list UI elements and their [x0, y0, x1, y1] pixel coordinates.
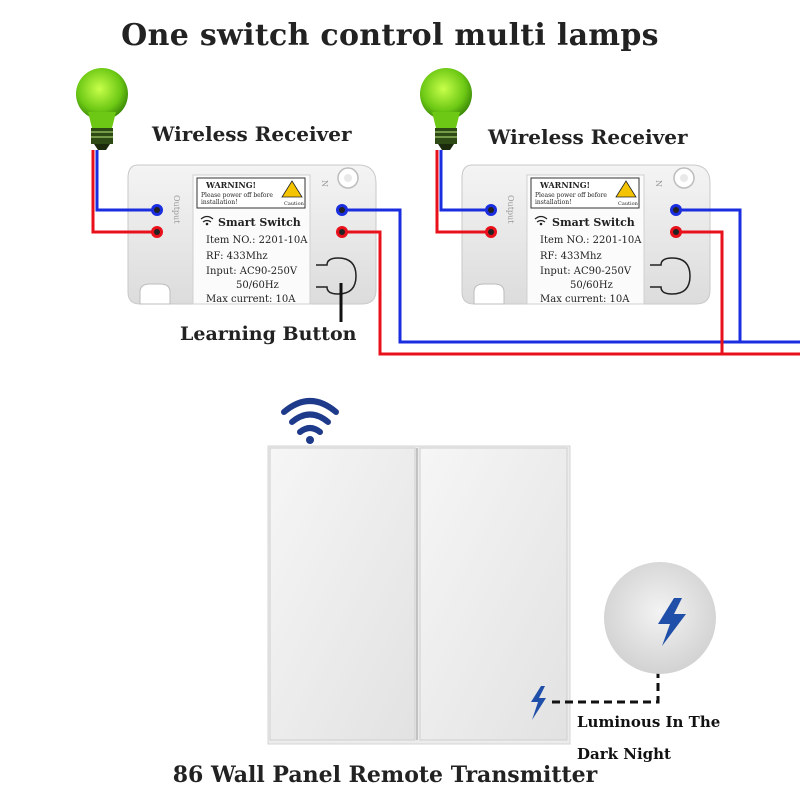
max-current: Max current: 10A	[206, 294, 296, 305]
wireless-receiver-box: WARNING! Please power off before install…	[461, 164, 711, 305]
terminal-screw	[485, 204, 682, 238]
rf-frequency: RF: 433Mhz	[540, 251, 602, 262]
svg-text:N: N	[320, 180, 329, 187]
input-voltage: Input: AC90-250V	[540, 266, 632, 277]
live-wire	[435, 150, 490, 234]
wifi-icon	[534, 215, 548, 223]
output-label: Output	[172, 195, 181, 224]
caution-text: Caution	[284, 201, 305, 207]
item-number: Item NO.: 2201-10A	[206, 235, 308, 246]
neutral-wire	[676, 208, 742, 342]
warning-title: WARNING!	[205, 180, 256, 190]
warning-text: installation!	[535, 199, 571, 206]
live-wire	[676, 230, 724, 354]
input-voltage: Input: AC90-250V	[206, 266, 298, 277]
brand-label: Smart Switch	[218, 216, 301, 229]
light-bulb-icon	[76, 68, 128, 150]
input-frequency: 50/60Hz	[236, 280, 279, 291]
dashed-connector	[552, 672, 660, 704]
warning-text: Please power off before	[201, 192, 273, 199]
left-switch-key[interactable]	[269, 447, 416, 741]
luminous-label: Dark Night	[577, 745, 671, 763]
input-frequency: 50/60Hz	[570, 280, 613, 291]
warning-text: installation!	[201, 199, 237, 206]
item-number: Item NO.: 2201-10A	[540, 235, 642, 246]
learning-button[interactable]	[316, 257, 357, 295]
warning-title: WARNING!	[539, 180, 590, 190]
luminous-label: Luminous In The	[577, 713, 721, 731]
wireless-receiver-label: Wireless Receiver	[488, 125, 688, 149]
rf-frequency: RF: 433Mhz	[206, 251, 268, 262]
wall-panel-transmitter	[267, 445, 571, 745]
max-current: Max current: 10A	[540, 294, 630, 305]
learning-button-label: Learning Button	[180, 323, 357, 345]
output-label: Output	[506, 195, 515, 224]
caution-icon	[281, 180, 303, 198]
svg-text:N: N	[654, 180, 663, 187]
wifi-signal-icon	[306, 436, 314, 444]
diagram-title: One switch control multi lamps	[121, 18, 659, 53]
lightning-icon	[531, 686, 546, 720]
caution-icon	[615, 180, 637, 198]
lightning-icon	[658, 598, 686, 646]
learning-button[interactable]	[650, 257, 691, 295]
light-bulb-icon	[420, 68, 472, 150]
caution-text: Caution	[618, 201, 639, 207]
live-wire	[91, 150, 156, 234]
warning-text: Please power off before	[535, 192, 607, 199]
transmitter-title: 86 Wall Panel Remote Transmitter	[172, 762, 598, 788]
wireless-receiver-box: WARNING! Please power off before install…	[127, 164, 377, 305]
neutral-wire	[95, 150, 156, 212]
zoom-detail-circle	[604, 562, 716, 674]
wireless-receiver-label: Wireless Receiver	[152, 122, 352, 146]
neutral-wire	[439, 150, 490, 212]
terminal-screw	[151, 204, 348, 238]
live-wire	[342, 230, 800, 356]
wifi-icon	[200, 215, 214, 223]
right-switch-key[interactable]	[419, 447, 568, 741]
wifi-signal-icon	[281, 398, 339, 435]
neutral-wire	[342, 208, 800, 344]
brand-label: Smart Switch	[552, 216, 635, 229]
